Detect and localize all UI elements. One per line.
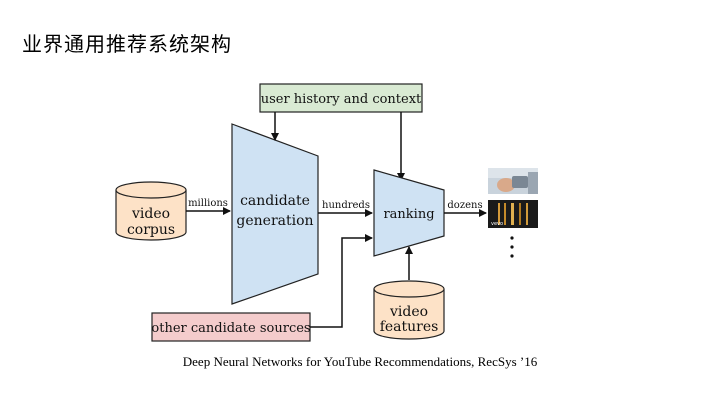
video-features-cylinder: video features: [373, 280, 445, 340]
slide-title: 业界通用推荐系统架构: [22, 32, 232, 56]
ranking-funnel: ranking: [373, 169, 445, 257]
video-features-label-line2: features: [380, 319, 439, 335]
video-thumbnail-2: vevo: [488, 200, 538, 228]
candidate-generation-label-line2: generation: [236, 213, 313, 229]
video-features-label-line1: video: [389, 304, 428, 320]
reference-caption: Deep Neural Networks for YouTube Recomme…: [182, 354, 538, 369]
video-corpus-cylinder: video corpus: [115, 181, 187, 241]
other-sources-box: other candidate sources: [151, 312, 311, 342]
video-corpus-label-line1: video: [131, 206, 170, 222]
edge-label-millions: millions: [188, 198, 228, 209]
other-sources-label: other candidate sources: [151, 321, 310, 336]
thumbnail-vevo-label: vevo: [491, 221, 503, 227]
user-history-label: user history and context: [261, 92, 422, 107]
more-items-ellipsis-icon: [510, 236, 514, 258]
candidate-generation-label-line1: candidate: [240, 193, 310, 209]
edge-label-dozens: dozens: [447, 200, 482, 211]
video-thumbnail-1: [488, 168, 538, 194]
video-corpus-label-line2: corpus: [127, 222, 175, 238]
arrow-sources-to-ranking: [310, 234, 373, 328]
user-history-box: user history and context: [259, 83, 423, 113]
candidate-generation-funnel: candidate generation: [231, 123, 319, 305]
edge-label-hundreds: hundreds: [322, 200, 370, 211]
ranking-label: ranking: [383, 207, 434, 222]
